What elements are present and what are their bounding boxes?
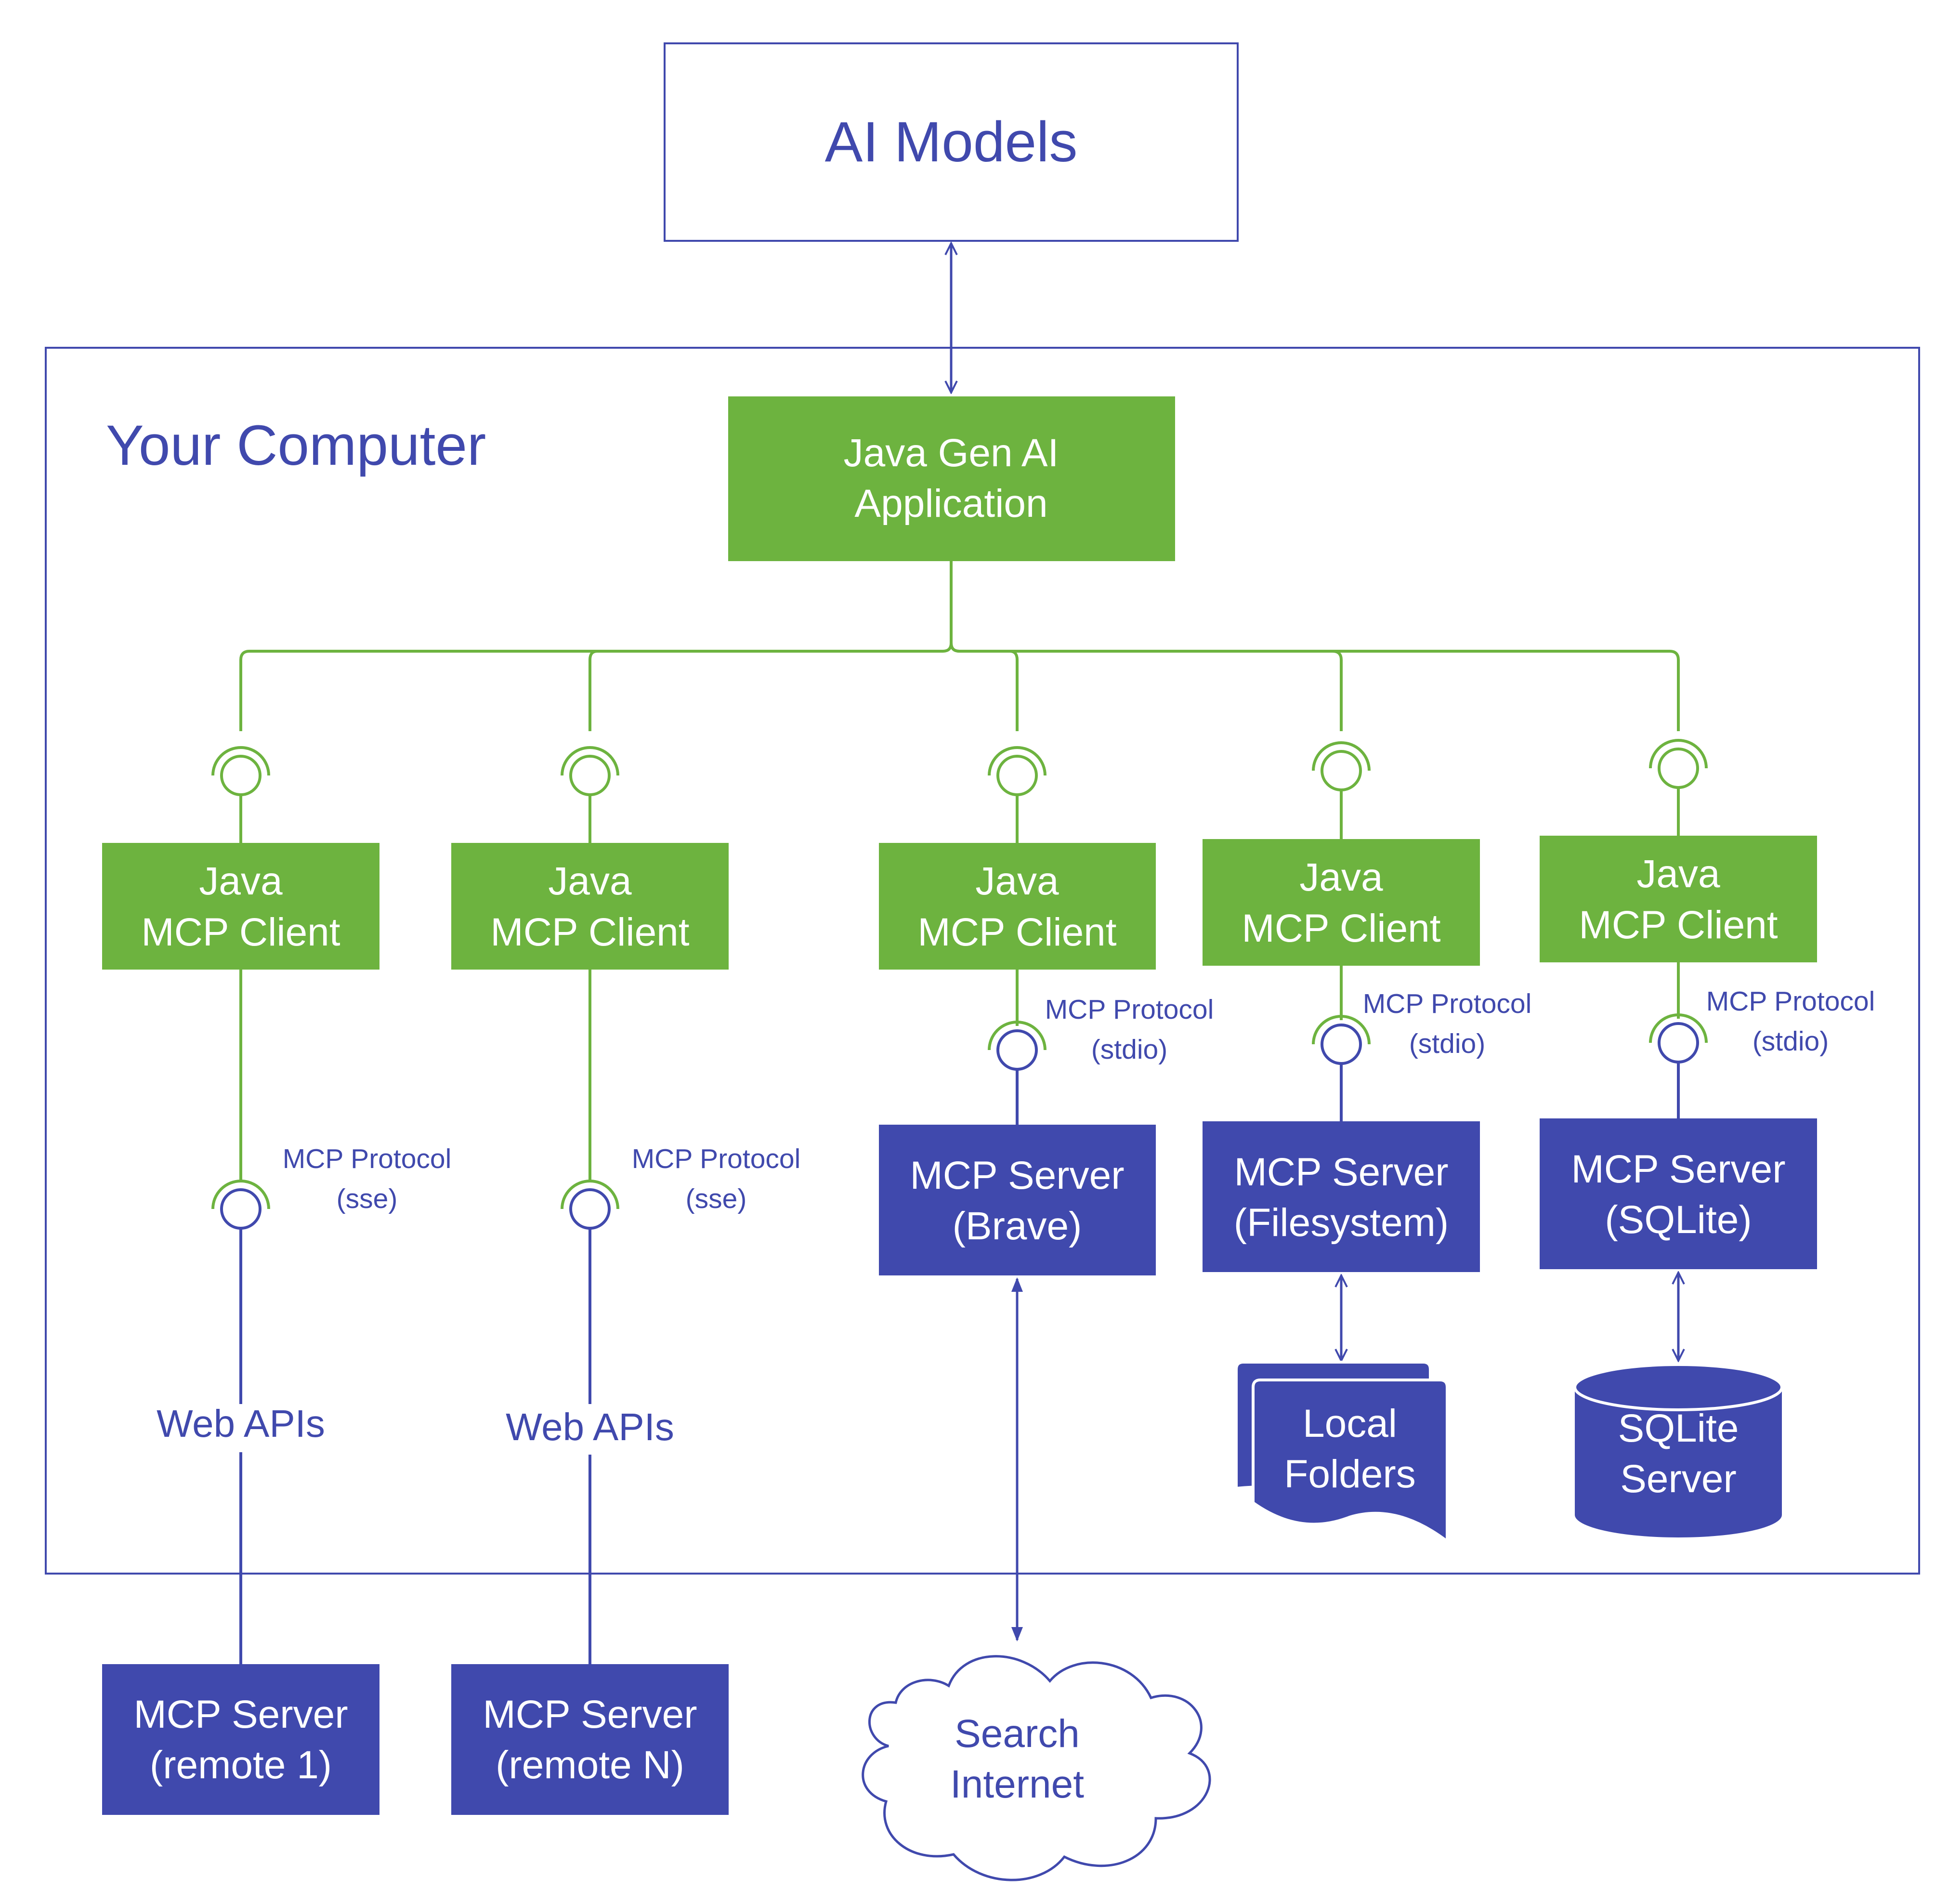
search-line2: Internet bbox=[950, 1762, 1084, 1806]
protocol-5-line2: (stdio) bbox=[1753, 1026, 1829, 1057]
filesystem-line2: (Filesystem) bbox=[1234, 1201, 1449, 1245]
protocol-1-line2: (sse) bbox=[337, 1183, 398, 1214]
client-3-line1: Java bbox=[975, 859, 1059, 903]
protocol-3-line2: (stdio) bbox=[1091, 1034, 1167, 1065]
protocol-label-3: MCP Protocol (stdio) bbox=[1045, 994, 1214, 1065]
remote-n-line2: (remote N) bbox=[496, 1743, 684, 1787]
computer-label: Your Computer bbox=[106, 414, 486, 477]
client-box-5: Java MCP Client bbox=[1540, 836, 1817, 962]
protocol-4-line2: (stdio) bbox=[1409, 1028, 1485, 1059]
client-protocol-lines bbox=[211, 962, 1708, 1209]
protocol-4-line1: MCP Protocol bbox=[1363, 988, 1532, 1019]
protocol-5-line1: MCP Protocol bbox=[1706, 986, 1875, 1017]
protocol-label-1: MCP Protocol (sse) bbox=[283, 1143, 452, 1214]
computer-boundary: Your Computer bbox=[45, 347, 1920, 1575]
ai-models-label: AI Models bbox=[825, 110, 1078, 174]
app-label-line1: Java Gen AI bbox=[844, 431, 1059, 475]
sqlite-server-line2: (SQLite) bbox=[1605, 1198, 1752, 1242]
client-2-line1: Java bbox=[548, 859, 632, 903]
brave-line2: (Brave) bbox=[953, 1204, 1082, 1248]
sqlite-db-line1: SQLite bbox=[1618, 1406, 1739, 1450]
sqlite-database-shape: SQLite Server bbox=[1573, 1363, 1783, 1537]
client-2-line2: MCP Client bbox=[490, 910, 689, 954]
mcp-server-filesystem: MCP Server (Filesystem) bbox=[1203, 1121, 1480, 1272]
folders-line1: Local bbox=[1303, 1402, 1397, 1445]
client-3-line2: MCP Client bbox=[917, 910, 1116, 954]
search-line1: Search bbox=[955, 1712, 1080, 1756]
client-box-3: Java MCP Client bbox=[879, 843, 1156, 970]
client-box-4: Java MCP Client bbox=[1203, 839, 1480, 966]
web-apis-label-2: Web APIs bbox=[506, 1405, 674, 1448]
java-gen-ai-application: Java Gen AI Application bbox=[728, 396, 1175, 561]
mcp-server-remote-1: MCP Server (remote 1) bbox=[102, 1664, 379, 1815]
client-4-line2: MCP Client bbox=[1242, 906, 1440, 950]
protocol-3-line1: MCP Protocol bbox=[1045, 994, 1214, 1025]
client-1-line1: Java bbox=[199, 859, 283, 903]
client-1-line2: MCP Client bbox=[141, 910, 340, 954]
protocol-label-2: MCP Protocol (sse) bbox=[632, 1143, 801, 1214]
client-box-2: Java MCP Client bbox=[451, 843, 729, 970]
search-internet-cloud: Search Internet bbox=[862, 1655, 1211, 1881]
remote-1-line1: MCP Server bbox=[133, 1693, 348, 1736]
protocol-endpoints bbox=[220, 1022, 1699, 1664]
web-apis-label-1: Web APIs bbox=[157, 1402, 325, 1445]
protocol-label-4: MCP Protocol (stdio) bbox=[1363, 988, 1532, 1059]
brave-line1: MCP Server bbox=[910, 1154, 1124, 1197]
app-label-line2: Application bbox=[854, 482, 1047, 525]
app-client-connectors bbox=[239, 561, 1680, 731]
filesystem-line1: MCP Server bbox=[1234, 1150, 1448, 1194]
protocol-2-line2: (sse) bbox=[686, 1183, 747, 1214]
client-5-line2: MCP Client bbox=[1579, 903, 1778, 947]
sqlite-server-line1: MCP Server bbox=[1571, 1147, 1785, 1191]
mcp-server-brave: MCP Server (Brave) bbox=[879, 1125, 1156, 1275]
remote-1-line2: (remote 1) bbox=[150, 1743, 332, 1787]
local-folders-shape: Local Folders bbox=[1235, 1361, 1449, 1545]
client-box-1: Java MCP Client bbox=[102, 843, 379, 970]
protocol-2-line1: MCP Protocol bbox=[632, 1143, 801, 1174]
remote-n-line1: MCP Server bbox=[483, 1693, 697, 1736]
client-4-line1: Java bbox=[1299, 855, 1383, 899]
client-sockets bbox=[211, 739, 1708, 843]
ai-models-box: AI Models bbox=[664, 42, 1239, 242]
sqlite-db-line2: Server bbox=[1620, 1457, 1737, 1501]
mcp-server-sqlite: MCP Server (SQLite) bbox=[1540, 1118, 1817, 1269]
protocol-1-line1: MCP Protocol bbox=[283, 1143, 452, 1174]
folders-line2: Folders bbox=[1284, 1452, 1415, 1496]
mcp-server-remote-n: MCP Server (remote N) bbox=[451, 1664, 729, 1815]
protocol-label-5: MCP Protocol (stdio) bbox=[1706, 986, 1875, 1057]
client-5-line1: Java bbox=[1636, 852, 1720, 896]
